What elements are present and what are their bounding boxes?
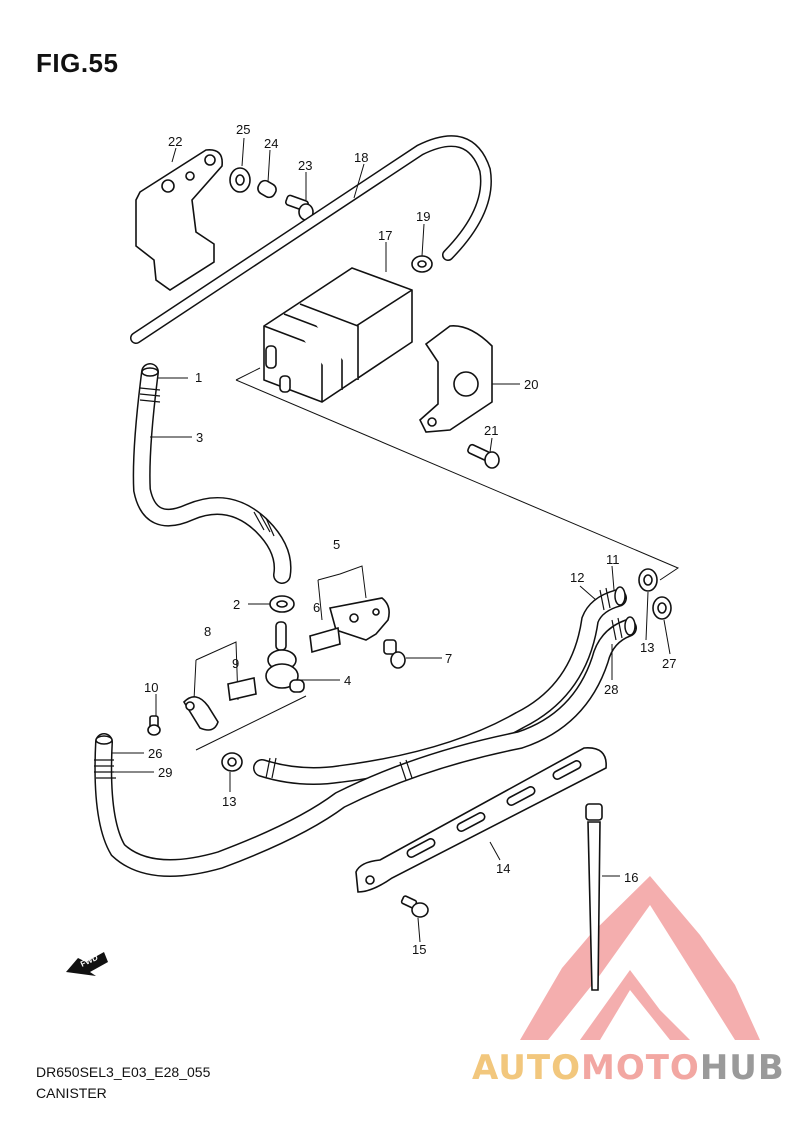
watermark-part-3: HUB [699,1048,785,1088]
part-20-bracket [419,325,493,433]
callout-27: 27 [662,656,676,671]
part-15-screw [400,895,429,918]
part-21-bolt [467,443,500,469]
callout-28: 28 [604,682,618,697]
callout-8: 8 [204,624,211,639]
callout-23: 23 [298,158,312,173]
part-16-tie [585,803,603,991]
part-14-strap [355,747,607,893]
callout-leaders [112,137,671,943]
part-2-clamp [269,595,295,613]
callout-26: 26 [148,746,162,761]
callout-3: 3 [196,430,203,445]
fwd-arrow-icon: FWD [66,952,108,976]
parts-13-27-clamps [221,568,672,772]
callout-9: 9 [232,656,239,671]
callout-29: 29 [158,765,172,780]
callout-11: 11 [606,552,620,567]
callout-10: 10 [144,680,158,695]
callout-20: 20 [524,377,538,392]
watermark-brand: AUTOMOTOHUB [472,1048,785,1088]
callout-19: 19 [416,209,430,224]
parts-5-6-7 [309,597,406,669]
callout-13-right: 13 [640,640,654,655]
callout-13-left: 13 [222,794,236,809]
callout-25: 25 [236,122,250,137]
figure-name: CANISTER [36,1085,107,1101]
part-12-hose [253,589,627,785]
part-17-canister [263,267,413,403]
callout-labels: 1 2 3 4 5 6 7 8 9 10 11 12 13 13 14 15 1… [144,122,676,957]
callout-7: 7 [445,651,452,666]
callout-6: 6 [313,600,320,615]
part-4-valve [265,621,305,693]
figure-title: FIG.55 [36,48,119,78]
callout-22: 22 [168,134,182,149]
callout-18: 18 [354,150,368,165]
callout-4: 4 [344,673,351,688]
part-22-bracket [135,149,223,291]
part-28-hose [94,619,637,877]
part-18-hose [130,135,492,344]
watermark-part-2: MOTO [580,1048,700,1088]
watermark-part-1: AUTO [472,1048,581,1088]
callout-16: 16 [624,870,638,885]
callout-1: 1 [195,370,202,385]
callout-12: 12 [570,570,584,585]
hose-ribs [94,587,623,781]
callout-14: 14 [496,861,510,876]
part-3-hose [132,363,292,584]
parts-23-24-25 [229,167,314,221]
callout-24: 24 [264,136,278,151]
callout-21: 21 [484,423,498,438]
parts-8-9-10 [147,677,257,736]
part-19-clamp [411,255,433,273]
watermark-logo [520,876,760,1040]
callout-2: 2 [233,597,240,612]
model-code: DR650SEL3_E03_E28_055 [36,1064,211,1080]
callout-15: 15 [412,942,426,957]
callout-17: 17 [378,228,392,243]
callout-5: 5 [333,537,340,552]
group-lines [193,367,680,751]
